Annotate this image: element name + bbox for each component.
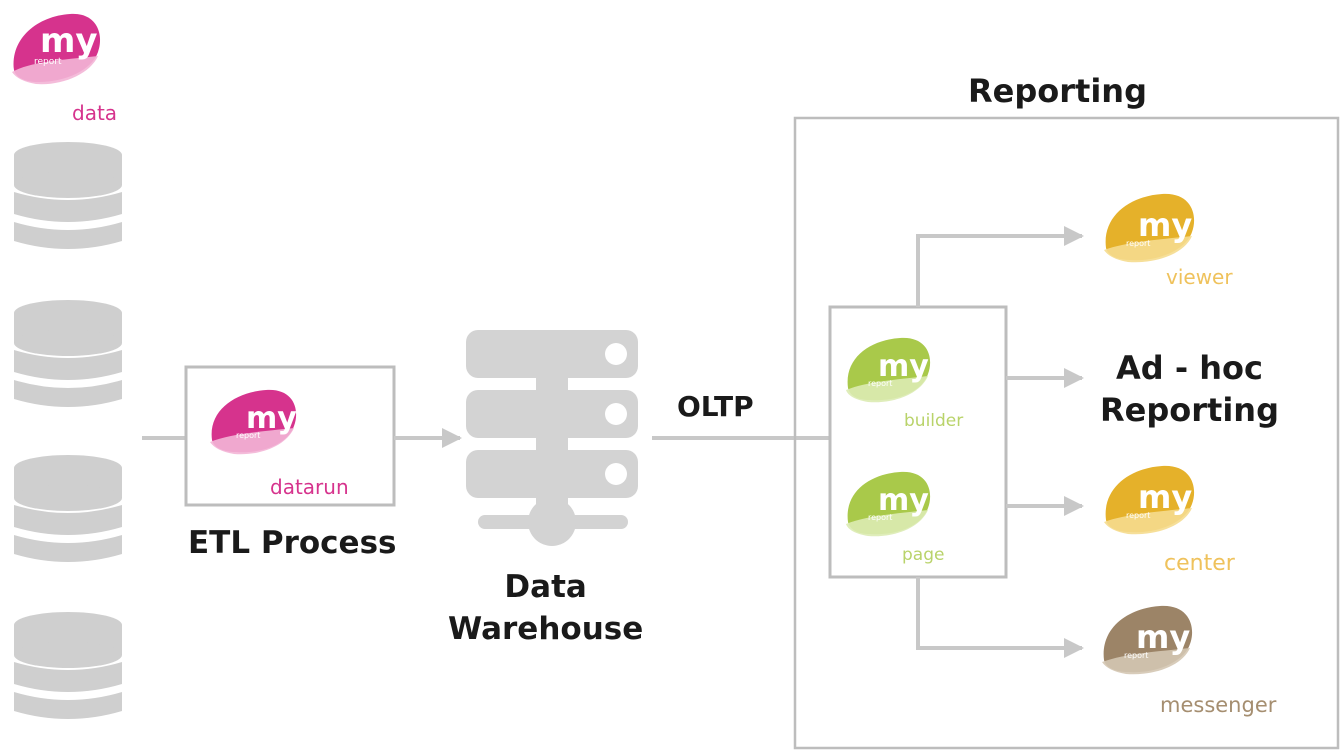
adhoc-reporting-label: Ad - hoc Reporting [1100,347,1279,431]
myreport-logo-icon: my report [210,389,297,455]
data-warehouse-label: Data Warehouse [448,566,643,650]
myreport-sub: report [236,431,260,440]
myreport-sub: report [868,379,892,388]
etl-process-box: my report datarun [184,365,396,507]
etl-process-label: ETL Process [188,525,397,561]
myreport-word: my [878,483,929,518]
arrow-icon [916,226,1084,307]
logo-caption-datarun: datarun [270,475,349,499]
myreport-word: my [246,401,297,436]
myreport-logo-icon: my report [1104,465,1195,535]
data-warehouse-line2: Warehouse [448,611,644,647]
logo-caption-data: data [72,101,117,125]
reporting-heading: Reporting [968,72,1147,110]
myreport-builder-logo: my report builder [846,337,963,431]
myreport-sub: report [34,57,62,67]
logo-caption-builder: builder [904,411,963,431]
myreport-logo-icon: my report [1104,193,1195,263]
myreport-sub: report [868,513,892,522]
myreport-word: my [1138,206,1192,244]
arrow-icon [916,577,1084,658]
myreport-logo-icon: my report [12,13,101,85]
database-column [14,142,122,719]
logo-caption-messenger: messenger [1160,693,1277,717]
oltp-label: OLTP [677,390,754,423]
logo-caption-page: page [902,545,944,565]
database-icon [14,142,122,249]
database-icon [14,455,122,562]
myreport-word: my [878,349,929,384]
adhoc-line1: Ad - hoc [1116,349,1263,387]
myreport-sub: report [1124,651,1148,660]
myreport-word: my [1136,618,1190,656]
myreport-messenger-logo: my report messenger [1102,605,1277,717]
myreport-logo-icon: my report [846,471,931,537]
adhoc-line2: Reporting [1100,391,1279,429]
myreport-sub: report [1126,511,1150,520]
server-icon [466,330,638,546]
myreport-logo-icon: my report [846,337,931,403]
myreport-logo-icon: my report [1102,605,1193,675]
myreport-page-logo: my report page [846,471,944,565]
myreport-word: my [40,21,98,61]
logo-caption-center: center [1164,551,1236,576]
myreport-word: my [1138,478,1192,516]
database-icon [14,612,122,719]
data-warehouse-line1: Data [504,569,587,605]
reporting-box [793,116,1340,750]
myreport-center-logo: my report center [1104,465,1236,576]
database-icon [14,300,122,407]
myreport-viewer-logo: my report viewer [1104,193,1233,289]
myreport-data-logo: my report data [12,13,117,125]
myreport-sub: report [1126,239,1150,248]
logo-caption-viewer: viewer [1166,265,1233,289]
